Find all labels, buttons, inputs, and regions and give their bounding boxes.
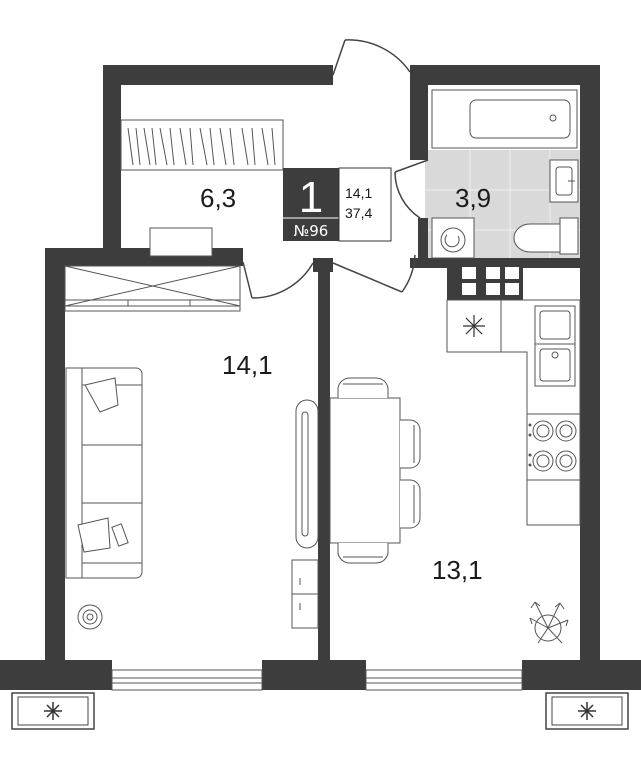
ac-unit-right [545,692,629,730]
room-area-bedroom: 14,1 [222,350,273,380]
dining-table [329,397,401,544]
windows [111,669,523,691]
dining-chairs [337,377,421,564]
hall-wardrobe [120,119,284,171]
walls [0,65,641,690]
cooktop [526,413,581,481]
hall-bench [149,227,213,257]
room-area-kitchen: 13,1 [432,555,483,585]
bathtub [431,89,578,149]
bedroom-cabinet [64,265,241,312]
living-area: 14,1 [345,185,372,201]
apartment-number: №96 [294,222,329,240]
apartment-info-badge: 1 №96 14,1 37,4 [283,167,392,242]
ac-unit-left [11,692,95,730]
badge-dark-box [283,168,339,241]
kitchen-sink [534,305,576,387]
sofa [65,367,143,579]
bedroom-side-cabinet [291,559,319,629]
total-area: 37,4 [345,205,372,221]
kitchen-door [332,254,416,293]
toilet [513,217,579,255]
room-area-hall: 6,3 [200,183,236,213]
bedroom-door [242,261,314,299]
bathroom-door [394,159,429,219]
ventilation-shaft [462,267,519,295]
plant [529,601,569,644]
rooms-count: 1 [299,173,323,222]
room-area-bathroom: 3,9 [455,183,491,213]
badge-light-box [338,167,392,242]
bathroom-sink [549,159,579,203]
tv [295,399,319,549]
floor-lamp [77,604,103,630]
washing-machine [431,217,475,259]
refrigerator [446,299,502,353]
entrance-door [332,39,411,76]
